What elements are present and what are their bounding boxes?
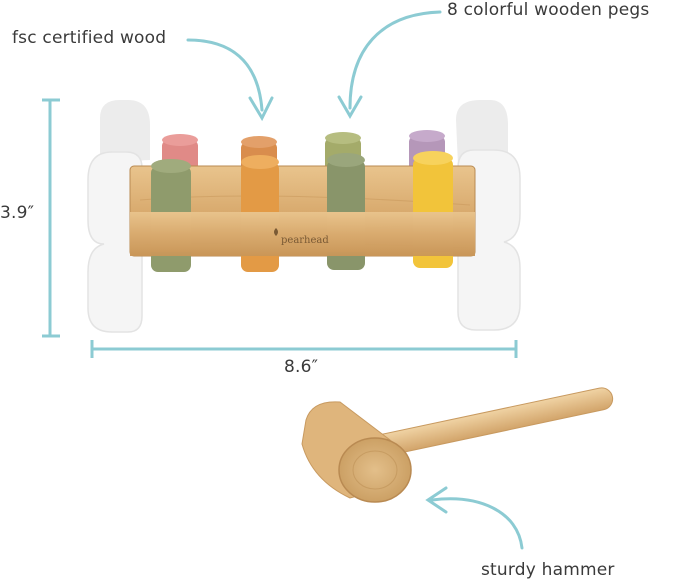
- arrow-to-wood-icon: [186, 38, 274, 122]
- pearhead-logo: pearhead: [274, 228, 329, 246]
- width-dimension-line: [90, 340, 518, 358]
- width-label: 8.6″: [284, 357, 319, 377]
- wooden-pegs-label: 8 colorful wooden pegs: [447, 0, 650, 20]
- height-dimension-line: [42, 98, 60, 338]
- arrow-to-pegs-icon: [337, 10, 442, 119]
- brand-text: pearhead: [281, 235, 329, 246]
- height-label: 3.9″: [0, 203, 35, 223]
- bench-front-face: [130, 212, 475, 256]
- hammer-face: [338, 437, 412, 503]
- arrow-to-hammer-icon: [425, 486, 524, 550]
- hammer-handle: [369, 387, 614, 458]
- fsc-certified-wood-label: fsc certified wood: [12, 28, 167, 48]
- hammer: [301, 387, 614, 503]
- sturdy-hammer-label: sturdy hammer: [481, 560, 615, 580]
